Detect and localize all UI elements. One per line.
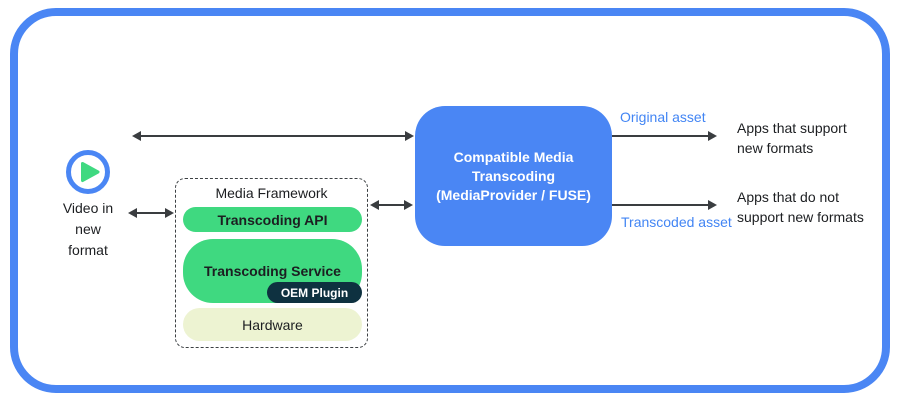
apps-no-support-label: Apps that do not support new formats	[737, 189, 864, 225]
play-icon	[66, 150, 110, 194]
oem-plugin-pill: OEM Plugin	[267, 282, 362, 303]
transcoder-label: Compatible Media Transcoding (MediaProvi…	[436, 148, 591, 203]
arrow-original-asset	[612, 131, 717, 141]
arrow-source-to-framework	[128, 208, 174, 218]
apps-support-label: Apps that support new formats	[737, 120, 847, 156]
transcoder-box: Compatible Media Transcoding (MediaProvi…	[415, 106, 612, 246]
arrow-source-to-transcoder	[132, 131, 414, 141]
media-framework-box: Media Framework Transcoding API Transcod…	[175, 178, 368, 348]
arrow-transcoded-asset	[612, 200, 717, 210]
media-framework-title: Media Framework	[215, 185, 328, 201]
video-source-label: Video in new format	[62, 200, 114, 258]
original-asset-label: Original asset	[620, 109, 706, 125]
transcoding-service-label: Transcoding Service	[204, 263, 341, 279]
hardware-pill: Hardware	[183, 308, 362, 341]
diagram-border	[10, 8, 890, 393]
transcoded-asset-label: Transcoded asset	[621, 214, 732, 230]
arrow-framework-to-transcoder	[370, 200, 413, 210]
transcoding-api-pill: Transcoding API	[183, 207, 362, 232]
transcoding-service-pill: Transcoding Service OEM Plugin	[183, 239, 362, 303]
